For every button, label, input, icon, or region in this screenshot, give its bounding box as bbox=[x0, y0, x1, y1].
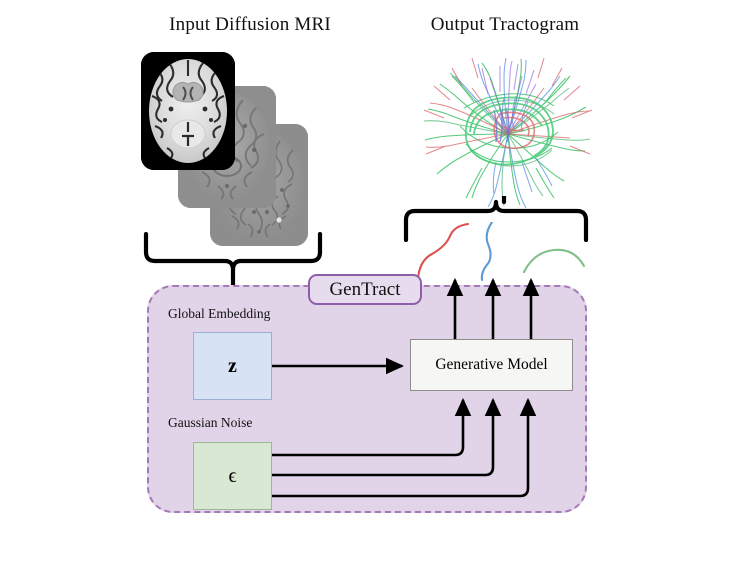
brain-mri-slice-stack-icon bbox=[141, 52, 331, 246]
brain-tractogram-icon bbox=[404, 42, 612, 214]
gaussian-noise-box: ϵ bbox=[193, 442, 272, 510]
streamline-samples-icon bbox=[412, 222, 598, 284]
output-section-title: Output Tractogram bbox=[430, 14, 580, 35]
latent-z-box: z bbox=[193, 332, 272, 400]
gaussian-noise-caption: Gaussian Noise bbox=[168, 415, 253, 430]
generative-model-box: Generative Model bbox=[410, 339, 573, 391]
input-section-title: Input Diffusion MRI bbox=[169, 14, 331, 35]
global-embedding-caption: Global Embedding bbox=[168, 306, 271, 321]
downward-curly-brace-icon bbox=[140, 232, 332, 292]
gentract-model-label: GenTract bbox=[308, 274, 422, 305]
streamline-red bbox=[416, 222, 470, 280]
streamline-blue bbox=[480, 222, 494, 282]
mri-slice-front bbox=[141, 52, 235, 170]
upward-curly-brace-icon bbox=[400, 196, 602, 242]
streamline-green bbox=[522, 248, 586, 274]
